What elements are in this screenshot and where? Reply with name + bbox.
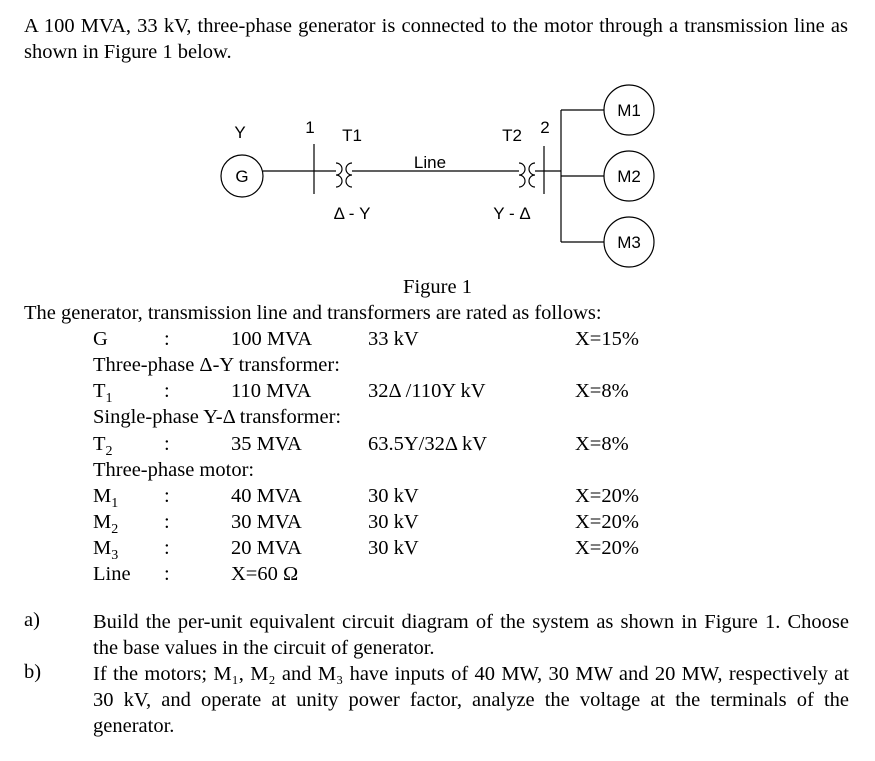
motor-m1-symbol [603,84,655,136]
question-a-text: Build the per-unit equivalent circuit di… [93,611,849,659]
t2-connection-label: Y - Δ [493,204,531,223]
rating-t2-mva: 35 MVA [231,433,302,455]
generator-symbol [220,154,264,198]
rating-m2-kv: 30 kV [368,511,419,533]
rating-line-name: Line [93,563,131,585]
rating-t1-mva: 110 MVA [231,380,312,402]
rating-m2-colon: : [164,511,170,533]
rating-m1-colon: : [164,485,170,507]
problem-statement: A 100 MVA, 33 kV, three-phase generator … [24,15,848,63]
heading-t2: Single-phase Y-Δ transformer: [93,406,342,428]
ratings-intro: The generator, transmission line and tra… [24,302,602,324]
rating-line-colon: : [164,563,170,585]
bus-1-label: 1 [305,118,314,137]
question-b-text: If the motors; M₁, M₂ and M₃ have inputs… [93,663,849,737]
rating-t2-kv: 63.5Y/32Δ kV [368,433,488,455]
t1-label: T1 [342,126,362,145]
motor-m2-label: M2 [617,167,641,186]
rating-m1-mva: 40 MVA [231,485,302,507]
rating-t2-name: T2 [93,433,113,460]
rating-t2-x: X=8% [575,433,629,455]
transformer-t2-symbol [518,162,536,188]
bus-2-label: 2 [540,118,549,137]
t2-label: T2 [502,126,522,145]
rating-t1-name: T1 [93,380,113,407]
rating-m2-name: M2 [93,511,119,538]
rating-m1-x: X=20% [575,485,639,507]
figure-caption: Figure 1 [403,276,472,298]
rating-g-kv: 33 kV [368,328,419,350]
transformer-t1-symbol [335,162,353,188]
line-label: Line [414,153,446,172]
rating-m3-x: X=20% [575,537,639,559]
rating-g-mva: 100 MVA [231,328,313,350]
motor-m3-symbol [603,216,655,268]
generator-label: G [235,167,248,186]
figure-1-diagram: G Y 1 T1 Δ - Y Line T2 Y - Δ 2 M1 M2 M3 [220,84,655,268]
motor-m2-symbol [603,150,655,202]
motor-m3-label: M3 [617,233,641,252]
rating-m2-x: X=20% [575,511,639,533]
motor-m1-label: M1 [617,101,641,120]
rating-line-x: X=60 Ω [231,563,299,585]
rating-m3-colon: : [164,537,170,559]
rating-t1-x: X=8% [575,380,629,402]
rating-t1-colon: : [164,380,170,402]
rating-m1-kv: 30 kV [368,485,419,507]
rating-g-colon: : [164,328,170,350]
question-a-label: a) [24,609,40,631]
rating-m1-name: M1 [93,485,119,512]
heading-t1: Three-phase Δ-Y transformer: [93,354,340,376]
rating-m3-kv: 30 kV [368,537,419,559]
heading-motor: Three-phase motor: [93,459,255,481]
rating-m3-name: M3 [93,537,119,564]
generator-connection-label: Y [234,123,245,142]
rating-g-name: G [93,328,108,350]
t1-connection-label: Δ - Y [334,204,371,223]
rating-m2-mva: 30 MVA [231,511,302,533]
rating-t1-kv: 32Δ /110Y kV [368,380,486,402]
rating-m3-mva: 20 MVA [231,537,302,559]
question-b-label: b) [24,661,42,683]
rating-t2-colon: : [164,433,170,455]
rating-g-x: X=15% [575,328,639,350]
